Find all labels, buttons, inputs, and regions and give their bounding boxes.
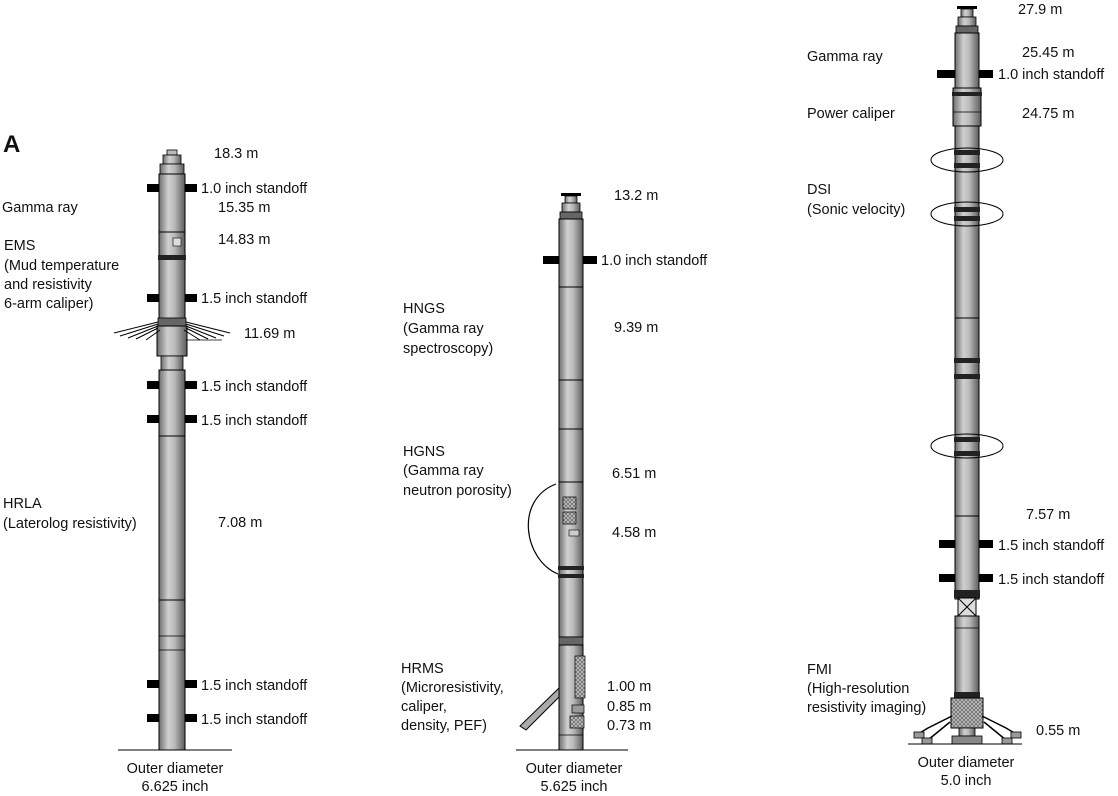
standoff-label: 1.5 inch standoff [201, 712, 308, 728]
standoff-label: 1.5 inch standoff [998, 538, 1105, 554]
tool-label-hngs-desc: spectroscopy) [403, 341, 493, 357]
top-connector [159, 149, 185, 175]
tool-label-ems-desc: and resistivity [4, 277, 93, 293]
fmi-segment [954, 615, 980, 697]
standoff-label: 1.5 inch standoff [201, 678, 308, 694]
tool-label-ems: EMS [4, 238, 35, 254]
six-arm-caliper [113, 317, 231, 371]
standoff-label: 1.5 inch standoff [998, 572, 1105, 588]
fmi-pads [913, 715, 1022, 745]
swivel-joint [957, 597, 977, 617]
tool-label-hgns-desc: (Gamma ray [403, 463, 484, 479]
ems-segment [158, 231, 186, 321]
tool-label-fmi: FMI [807, 662, 832, 678]
tool-label-hngs-desc: (Gamma ray [403, 321, 484, 337]
sonic-transmitter-ring [930, 147, 1004, 173]
tool-label-dsi: DSI [807, 182, 831, 198]
outer-diameter-value: 6.625 inch [142, 779, 209, 795]
tool-label-gamma-ray: Gamma ray [2, 200, 78, 216]
tool-label-hngs: HNGS [403, 301, 445, 317]
standoff-bar [147, 381, 197, 389]
standoff-label: 1.5 inch standoff [201, 379, 308, 395]
tool-label-hrla: HRLA [3, 496, 42, 512]
sonic-transmitter-ring [930, 201, 1004, 227]
tool-label-hrms: HRMS [401, 661, 444, 677]
tool-label-gamma-ray: Gamma ray [807, 49, 883, 65]
tool-label-ems-desc: (Mud temperature [4, 258, 119, 274]
standoff-bar [939, 574, 993, 582]
depth-label: 1.00 m [607, 679, 651, 695]
standoff-bar [147, 415, 197, 423]
gamma-ray-segment [158, 173, 186, 233]
depth-label: 27.9 m [1018, 2, 1062, 18]
standoff-bar [937, 70, 993, 78]
tool-label-power-caliper: Power caliper [807, 106, 895, 122]
bow-spring [527, 483, 559, 575]
tool-label-fmi-desc: (High-resolution [807, 681, 909, 697]
depth-label: 18.3 m [214, 146, 258, 162]
standoff-label: 1.0 inch standoff [601, 253, 708, 269]
standoff-label: 1.0 inch standoff [998, 67, 1105, 83]
depth-label: 14.83 m [218, 232, 270, 248]
outer-diameter-label: Outer diameter [918, 755, 1015, 771]
standoff-bar [147, 294, 197, 302]
tool-label-hgns-desc: neutron porosity) [403, 483, 512, 499]
depth-label: 0.85 m [607, 699, 651, 715]
sonic-receiver-ring [930, 433, 1004, 459]
standoff-bar [543, 256, 597, 264]
depth-label: 13.2 m [614, 188, 658, 204]
standoff-bar [939, 540, 993, 548]
depth-label: 4.58 m [612, 525, 656, 541]
gamma-ray-segment [954, 32, 980, 89]
tool-label-fmi-desc: resistivity imaging) [807, 700, 926, 716]
caliper-pad-arm [519, 686, 560, 731]
tool-label-dsi-desc: (Sonic velocity) [807, 202, 905, 218]
standoff-bar [147, 680, 197, 688]
outer-diameter-label: Outer diameter [526, 761, 623, 777]
standoff-label: 1.5 inch standoff [201, 413, 308, 429]
depth-label: 7.57 m [1026, 507, 1070, 523]
depth-label: 25.45 m [1022, 45, 1074, 61]
outer-diameter-label: Outer diameter [127, 761, 224, 777]
depth-label: 6.51 m [612, 466, 656, 482]
tool-string-b: 13.2 m 9.39 m 6.51 m 4.58 m 1.00 m 0.85 … [401, 188, 708, 795]
standoff-label: 1.0 inch standoff [201, 181, 308, 197]
depth-label: 0.55 m [1036, 723, 1080, 739]
depth-label: 11.69 m [244, 326, 295, 342]
tool-label-hrms-desc: caliper, [401, 699, 447, 715]
tool-label-hgns: HGNS [403, 444, 445, 460]
outer-diameter-value: 5.625 inch [541, 779, 608, 795]
tool-label-ems-desc: 6-arm caliper) [4, 296, 93, 312]
tool-label-hrms-desc: (Microresistivity, [401, 680, 504, 696]
tool-label-hrla-desc: (Laterolog resistivity) [3, 516, 137, 532]
tool-string-c: 27.9 m 25.45 m 24.75 m 7.57 m 0.55 m 1.0… [807, 2, 1105, 789]
depth-label: 24.75 m [1022, 106, 1074, 122]
depth-label: 15.35 m [218, 200, 270, 216]
hngs-segment [558, 218, 584, 430]
outer-diameter-value: 5.0 inch [941, 773, 992, 789]
hrla-segment [158, 369, 186, 751]
depth-label: 9.39 m [614, 320, 658, 336]
panel-label: A [3, 131, 20, 158]
depth-label: 7.08 m [218, 515, 262, 531]
tool-label-hrms-desc: density, PEF) [401, 718, 487, 734]
standoff-bar [147, 184, 197, 192]
top-connector [561, 193, 581, 213]
standoff-label: 1.5 inch standoff [201, 291, 308, 307]
top-connector [957, 6, 977, 27]
standoff-bar [147, 714, 197, 722]
depth-label: 0.73 m [607, 718, 651, 734]
tool-string-a: 18.3 m 15.35 m 14.83 m 11.69 m 7.08 m 1.… [2, 146, 308, 795]
